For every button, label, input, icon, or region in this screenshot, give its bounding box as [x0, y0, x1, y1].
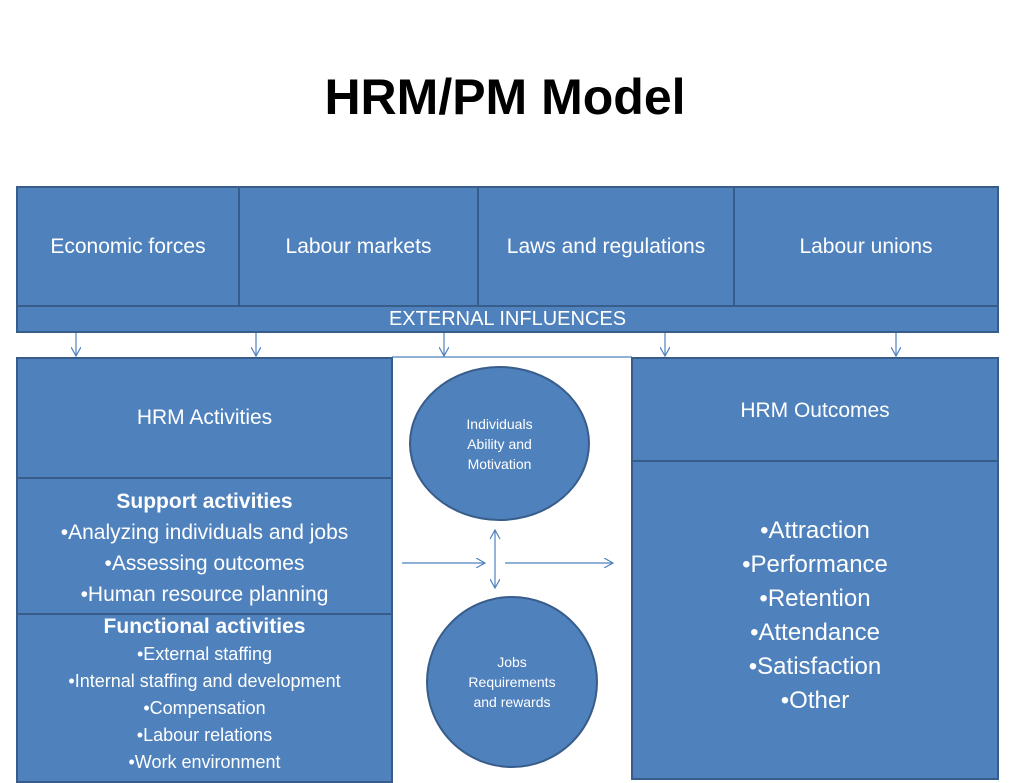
economic-forces-box: Economic forces — [16, 186, 240, 307]
laws-and-regulations-box: Laws and regulations — [477, 186, 735, 307]
outcome-attraction: •Attraction — [760, 517, 870, 544]
individuals-circle: Individuals Ability and Motivation — [409, 366, 590, 521]
support-activities-box: Support activities •Analyzing individual… — [16, 477, 393, 615]
labour-unions-label: Labour unions — [799, 234, 933, 258]
outcome-retention: •Retention — [759, 585, 871, 612]
external-influences-label: EXTERNAL INFLUENCES — [388, 307, 627, 330]
up-arrow-head — [489, 528, 501, 540]
functional-item-external-staffing: •External staffing — [136, 644, 273, 664]
economic-forces-label: Economic forces — [50, 234, 206, 258]
jobs-line-3: and rewards — [473, 694, 551, 710]
support-activities-heading: Support activities — [116, 490, 293, 513]
support-item-analyzing: •Analyzing individuals and jobs — [60, 521, 349, 544]
hrm-outcomes-label: HRM Outcomes — [740, 399, 890, 422]
functional-item-internal-staffing: •Internal staffing and development — [68, 671, 341, 691]
individuals-line-1: Individuals — [466, 415, 533, 432]
support-item-assessing: •Assessing outcomes — [104, 552, 305, 575]
outcome-performance: •Performance — [742, 551, 888, 578]
outcome-other: •Other — [780, 687, 850, 714]
jobs-circle: Jobs Requirements and rewards — [426, 596, 598, 768]
individuals-line-2: Ability and — [467, 435, 532, 452]
support-item-planning: •Human resource planning — [80, 583, 329, 606]
hrm-outcomes-header: HRM Outcomes — [631, 357, 999, 462]
functional-item-labour-relations: •Labour relations — [136, 725, 273, 745]
hrm-activities-label: HRM Activities — [136, 406, 273, 429]
labour-unions-box: Labour unions — [733, 186, 999, 307]
external-influences-bar: EXTERNAL INFLUENCES — [16, 305, 999, 333]
laws-and-regulations-label: Laws and regulations — [506, 234, 706, 258]
jobs-line-2: Requirements — [468, 674, 556, 690]
individuals-line-3: Motivation — [467, 455, 532, 472]
functional-item-compensation: •Compensation — [143, 698, 266, 718]
hrm-outcomes-list: •Attraction •Performance •Retention •Att… — [631, 460, 999, 780]
page-title: HRM/PM Model — [324, 69, 686, 125]
jobs-line-1: Jobs — [497, 654, 527, 670]
functional-activities-heading: Functional activities — [103, 615, 306, 638]
outcome-satisfaction: •Satisfaction — [748, 653, 882, 680]
functional-item-work-environment: •Work environment — [128, 752, 281, 772]
labour-markets-label: Labour markets — [285, 234, 432, 258]
outcome-attendance: •Attendance — [750, 619, 880, 646]
hrm-activities-header: HRM Activities — [16, 357, 393, 479]
functional-activities-box: Functional activities •External staffing… — [16, 613, 393, 783]
